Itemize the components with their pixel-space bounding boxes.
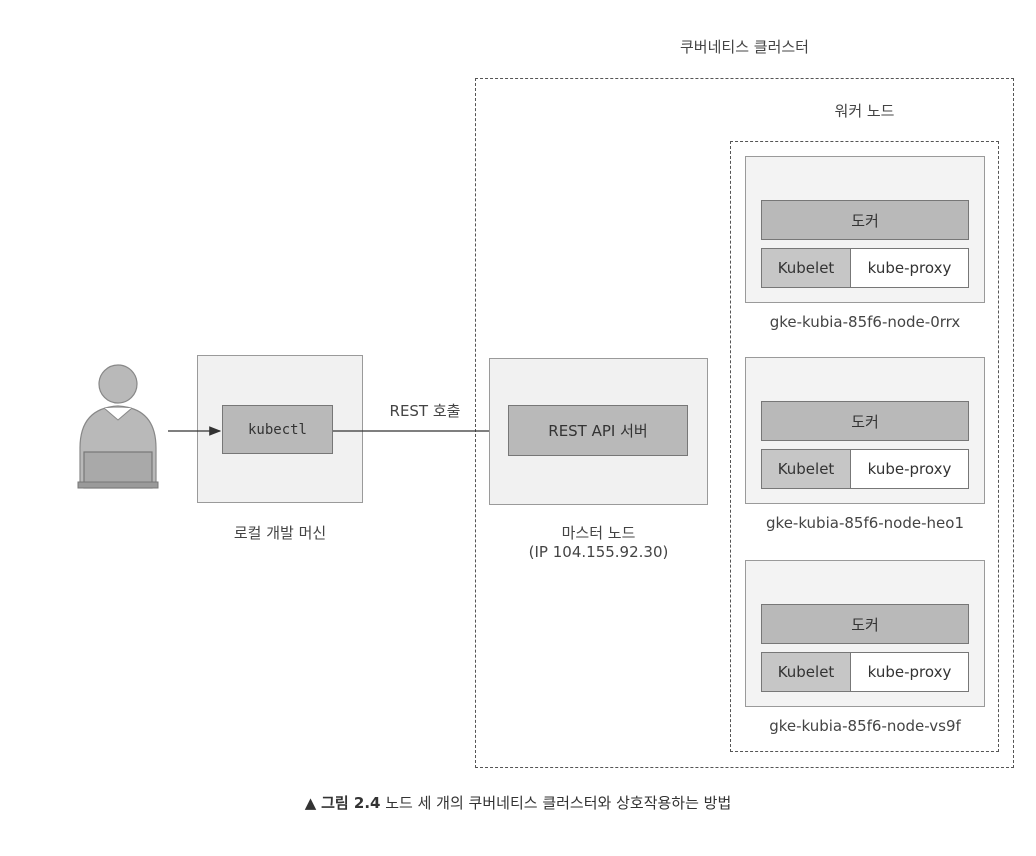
figure-caption: ▲ 그림 2.4 노드 세 개의 쿠버네티스 클러스터와 상호작용하는 방법 bbox=[0, 792, 1036, 813]
caption-text: 노드 세 개의 쿠버네티스 클러스터와 상호작용하는 방법 bbox=[385, 794, 732, 812]
docker-box: 도커 bbox=[761, 604, 969, 644]
kubelet-box: Kubelet bbox=[762, 450, 851, 488]
kube-proxy-box: kube-proxy bbox=[851, 249, 968, 287]
kubelet-box: Kubelet bbox=[762, 249, 851, 287]
worker-node-name: gke-kubia-85f6-node-0rrx bbox=[769, 313, 961, 331]
user-with-laptop-icon bbox=[77, 364, 159, 489]
worker-nodes-label: 워커 노드 bbox=[834, 102, 895, 120]
worker-nodes-boundary bbox=[730, 141, 999, 752]
master-node-label: 마스터 노드 bbox=[561, 524, 636, 542]
kubernetes-cluster-boundary bbox=[475, 78, 1014, 768]
worker-node-name: gke-kubia-85f6-node-vs9f bbox=[769, 717, 961, 735]
rest-api-server-box: REST API 서버 bbox=[508, 405, 688, 456]
kubelet-proxy-row: Kubelet kube-proxy bbox=[761, 248, 969, 288]
master-node-ip: (IP 104.155.92.30) bbox=[528, 543, 669, 561]
cluster-label: 쿠버네티스 클러스터 bbox=[680, 38, 809, 56]
docker-box: 도커 bbox=[761, 401, 969, 441]
kubelet-box: Kubelet bbox=[762, 653, 851, 691]
kubectl-box: kubectl bbox=[222, 405, 333, 454]
local-machine-label: 로컬 개발 머신 bbox=[233, 524, 327, 542]
kubelet-proxy-row: Kubelet kube-proxy bbox=[761, 652, 969, 692]
worker-node-name: gke-kubia-85f6-node-heo1 bbox=[766, 514, 964, 532]
rest-call-label: REST 호출 bbox=[389, 402, 461, 420]
caption-figure-number: 그림 2.4 bbox=[321, 794, 381, 812]
kube-proxy-box: kube-proxy bbox=[851, 653, 968, 691]
caption-marker: ▲ bbox=[304, 794, 317, 812]
kube-proxy-box: kube-proxy bbox=[851, 450, 968, 488]
docker-box: 도커 bbox=[761, 200, 969, 240]
kubelet-proxy-row: Kubelet kube-proxy bbox=[761, 449, 969, 489]
